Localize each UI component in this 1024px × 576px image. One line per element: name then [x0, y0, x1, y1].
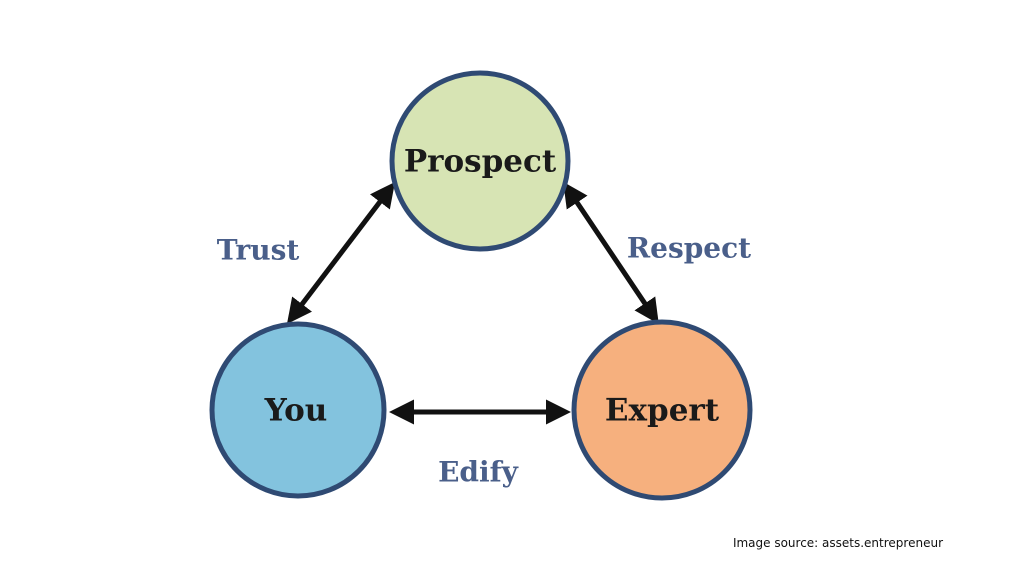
you-circle [209, 321, 387, 499]
prospect-label: Prospect [404, 144, 557, 180]
prospect-node: Prospect [389, 70, 571, 252]
edify-label: Edify [438, 456, 519, 489]
you-label: You [264, 393, 328, 429]
trust-arrow [286, 182, 396, 324]
image-source-caption: Image source: assets.entrepreneur [732, 536, 943, 550]
trust-label: Trust [217, 234, 300, 267]
expert-label: Expert [605, 393, 720, 429]
respect-arrow [563, 181, 659, 325]
you-node: You [209, 321, 387, 499]
prospect-circle [389, 70, 571, 252]
respect-label: Respect [627, 232, 751, 265]
expert-circle [571, 319, 753, 501]
expert-node: Expert [571, 319, 753, 501]
